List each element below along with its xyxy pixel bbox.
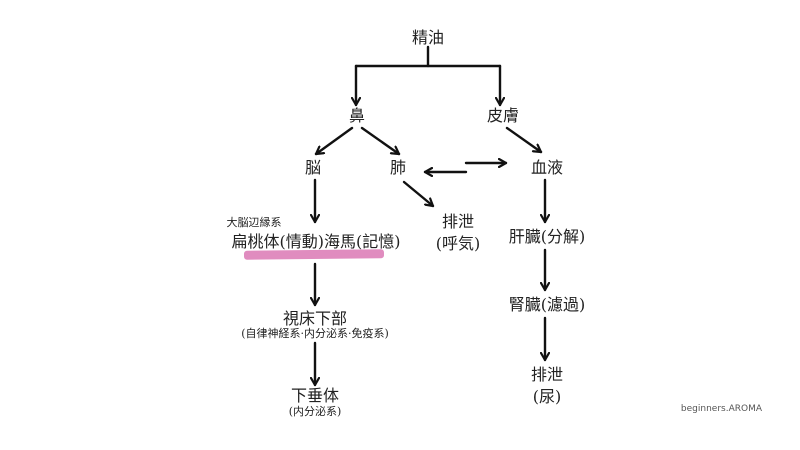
node-exhale: 排泄 [441,212,475,231]
node-liver: 肝臓(分解) [508,227,586,246]
node-brain: 脳 [304,158,322,177]
node-skin: 皮膚 [486,106,520,125]
arrow-lungs-exhale [402,180,435,208]
arrow-nose-lungs [360,126,401,156]
node-essential-oil: 精油 [411,28,445,47]
node-hypothalamus: 視床下部 [282,309,348,328]
node-lungs: 肺 [389,158,407,177]
node-exhale-sub: (呼気) [435,234,481,253]
arrow-nose-brain [314,126,354,156]
node-urine: 排泄 [530,365,564,384]
label-limbic-system: 大脳辺縁系 [226,216,282,229]
node-blood: 血液 [530,158,564,177]
node-nose: 鼻 [348,106,366,125]
node-amygdala-hippocampus: 扁桃体(情動)海馬(記憶) [231,232,401,251]
node-kidney: 腎臓(濾過) [508,295,586,314]
node-pituitary: 下垂体 [290,386,340,405]
node-urine-sub: (尿) [532,387,562,406]
node-pituitary-sub: (内分泌系) [288,405,342,418]
node-hypothalamus-sub: (自律神経系·内分泌系·免疫系) [241,327,389,340]
arrow-skin-blood [505,126,543,154]
brand-watermark: beginners.AROMA [680,404,762,414]
